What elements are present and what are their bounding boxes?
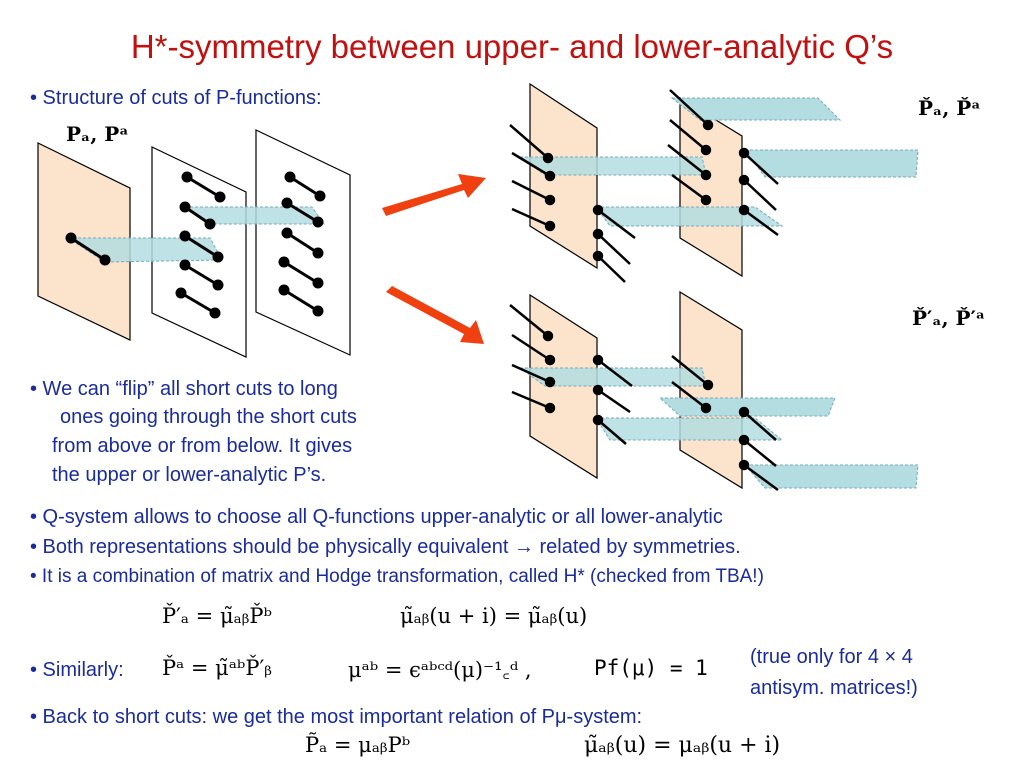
cuts-sheet-left-3 [278,171,326,317]
note-line-1: (true only for 4 × 4 [750,646,913,668]
cuts-tr [509,89,779,283]
cut-plane-br-3 [595,417,784,441]
arrow-down [386,286,484,344]
bullet-flip-3: from above or from below. It gives [52,435,353,457]
formula-pcheck: P̌ᵃ = μ̃ᵃᵇP̌′ᵦ [162,656,272,680]
cuts-br [509,304,779,492]
sheet-br-2 [679,290,743,490]
bullet-structure: • Structure of cuts of P-functions: [30,87,322,109]
bullet-flip-4: the upper or lower-analytic P’s. [52,464,327,486]
bullet-qsystem: • Q-system allows to choose all Q-functi… [30,506,723,528]
note-line-2: antisym. matrices!) [750,677,918,699]
formula-mu-periodic: μ̃ₐᵦ(u + i) = μ̃ₐᵦ(u) [400,604,588,628]
cut-plane-tr-3 [744,149,919,178]
bullet-flip-2: ones going through the short cuts [60,406,357,428]
arrow-up [382,174,486,216]
formula-mu-relation: μ̃ₐᵦ(u) = μₐᵦ(u + i) [584,733,781,758]
label-pa: 𝐏ₐ, 𝐏ᵃ [66,122,129,146]
formula-mu-upper: μᵃᵇ = ϵᵃᵇᶜᵈ(μ)⁻¹꜀ᵈ , [348,658,532,682]
cut-plane-tr-1 [670,97,842,121]
formula-ptilde: P̃ₐ = μₐᵦPᵇ [305,733,411,757]
formula-pfaffian: Pf(μ) = 1 [594,656,708,680]
sheet-tr-1 [529,82,598,270]
bullet-flip-1: • We can “flip” all short cuts to long [30,378,338,400]
label-pcheck: P̌ₐ, P̌ᵃ [918,96,981,120]
formula-pcheck-prime: P̌′ₐ = μ̃ₐᵦP̌ᵇ [162,604,272,628]
cut-sheet-left-1 [65,232,111,266]
bullet-similarly: • Similarly: [30,659,124,681]
label-pcheck-prime: P̌′ₐ, P̌′ᵃ [912,306,986,330]
cut-plane-tr-4 [595,206,784,227]
page-title: H*-symmetry between upper- and lower-ana… [130,28,894,65]
bullet-back: • Back to short cuts: we get the most im… [30,706,643,728]
bullet-both: • Both representations should be physica… [30,536,741,558]
cuts-sheet-left-2 [175,171,226,319]
bullet-combination: • It is a combination of matrix and Hodg… [30,566,764,587]
cut-plane-br-4 [743,464,919,489]
